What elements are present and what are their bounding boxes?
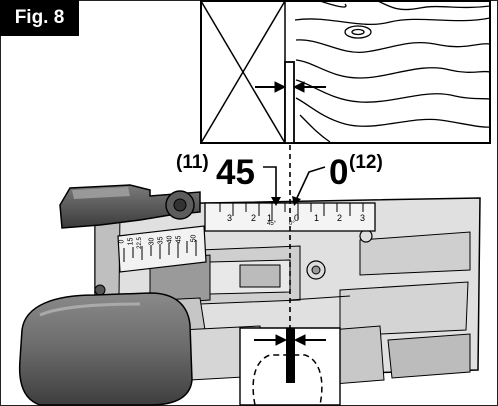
blade-width-arrows-bottom: [254, 334, 326, 346]
bevel-tick-label: 0: [118, 239, 126, 244]
bevel-tick-label: 35: [157, 236, 165, 245]
callout-arrowheads: [271, 196, 301, 206]
bevel-tick-label: 15: [127, 237, 135, 246]
bevel-tick-label: 30: [148, 237, 156, 246]
scale-tick-label: 3: [227, 213, 233, 223]
workpiece-board: [200, 0, 491, 144]
blade-width-arrows-top: [255, 81, 326, 93]
cut-scale-labels: 3 2 1 0 1 2 3 45° 0°: [205, 213, 375, 229]
scale-tick-label: 3: [360, 213, 366, 223]
bevel-tick-label: 22.5: [136, 237, 143, 249]
scale-tick-label: 1: [314, 213, 320, 223]
figure-label: Fig. 8: [0, 0, 79, 36]
bevel-lever: [59, 184, 201, 229]
scale-tick-label: 2: [337, 213, 343, 223]
shoe-opening: [239, 327, 341, 406]
callout-ref-11: (11): [176, 152, 209, 173]
wood-grain: [294, 0, 491, 143]
scale-tick-label: 0: [294, 213, 300, 223]
scale-tick-label: 1: [267, 213, 273, 223]
callout-value-45: 45: [216, 153, 255, 192]
motor-handle: [18, 292, 193, 406]
scale-tick-label: 2: [251, 213, 257, 223]
bevel-scale: [117, 225, 207, 273]
scale-small-label: 0°: [289, 221, 295, 227]
bevel-tick-label: 40: [166, 235, 174, 244]
bevel-tick-label: 50: [190, 234, 198, 243]
callout-leaders: [263, 166, 326, 201]
callout-ref-12: (12): [349, 152, 383, 173]
bevel-scale-labels: 0 15 22.5 30 35 40 45 50: [118, 234, 208, 260]
callout-value-0: 0: [329, 153, 349, 192]
scale-small-label: 45°: [267, 221, 277, 227]
bevel-tick-label: 45: [175, 235, 183, 244]
